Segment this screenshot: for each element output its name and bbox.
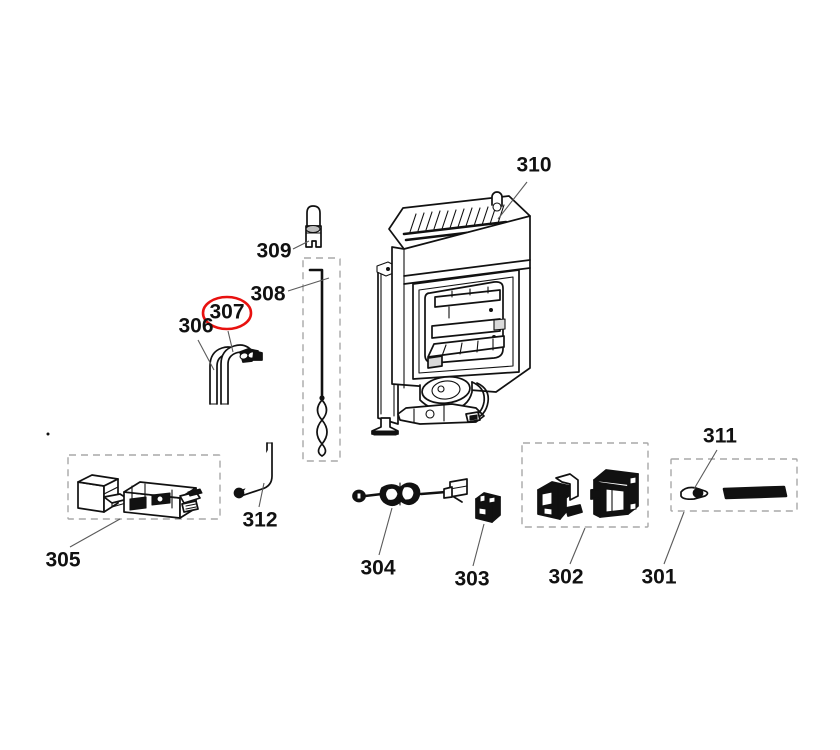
leader-307: [227, 330, 234, 353]
callout-305[interactable]: 305: [45, 549, 80, 572]
leader-311: [693, 449, 718, 490]
callout-309[interactable]: 309: [256, 240, 291, 263]
part-306-307-u-tubes[interactable]: [209, 344, 263, 405]
dashed-group-boxes: [67, 257, 798, 528]
callout-310[interactable]: 310: [516, 154, 551, 177]
part-301-strip[interactable]: [722, 485, 788, 500]
callout-302[interactable]: 302: [548, 566, 583, 589]
callout-labels: 310 309 308 307 306 311 312 305 304 303 …: [45, 154, 737, 591]
leader-310: [497, 181, 528, 220]
part-303-small-connector[interactable]: [475, 492, 501, 523]
callout-311[interactable]: 311: [703, 425, 737, 448]
dashed-box-305: [67, 454, 221, 520]
leader-304: [378, 507, 393, 556]
part-304-wire-harness[interactable]: [352, 478, 468, 507]
callout-312[interactable]: 312: [242, 509, 277, 532]
leader-301: [663, 511, 685, 565]
dashed-box-302: [521, 442, 649, 528]
part-311-oval-grommet[interactable]: [680, 486, 709, 501]
vent-grille: [409, 204, 505, 233]
leader-306: [197, 339, 215, 371]
part-305-switch-assembly[interactable]: [46, 432, 203, 519]
part-309-clip-fitting[interactable]: [305, 205, 322, 248]
leader-312: [258, 482, 265, 508]
dashed-box-308: [302, 257, 341, 462]
leader-303: [472, 523, 485, 567]
callout-304[interactable]: 304: [360, 557, 395, 580]
highlight-ellipse-307: [201, 295, 253, 331]
dashed-box-301: [670, 458, 798, 512]
callout-308[interactable]: 308: [250, 283, 285, 306]
leader-305: [69, 518, 121, 548]
leader-302: [569, 527, 586, 565]
leader-lines: [69, 181, 718, 567]
part-302-bracket-and-frame[interactable]: [537, 469, 639, 520]
part-308-drain-rod[interactable]: [308, 268, 328, 457]
part-310-main-unit[interactable]: [371, 191, 531, 436]
callout-303[interactable]: 303: [454, 568, 489, 591]
callout-307[interactable]: 307: [209, 301, 244, 324]
part-312-bent-rod[interactable]: [233, 442, 273, 499]
callout-306[interactable]: 306: [178, 315, 213, 338]
callout-301[interactable]: 301: [641, 566, 676, 589]
leader-308: [287, 277, 330, 292]
leader-309: [292, 240, 310, 250]
